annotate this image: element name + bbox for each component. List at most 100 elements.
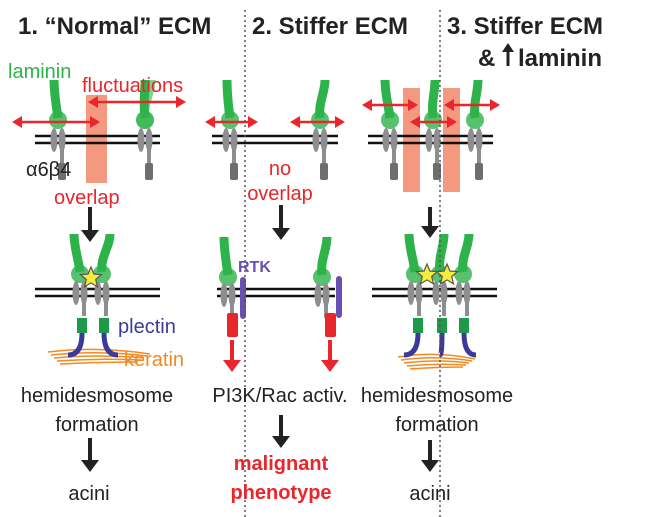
integrin-alpha6 bbox=[382, 128, 390, 152]
down-arrow-head bbox=[321, 360, 339, 372]
diagram-shapes bbox=[12, 79, 500, 472]
laminin-head bbox=[313, 268, 331, 286]
integrin-alpha6 bbox=[467, 128, 475, 152]
integrin-beta4 bbox=[440, 281, 448, 305]
arrowhead-left bbox=[444, 99, 454, 111]
laminin-head bbox=[136, 111, 154, 129]
arrowhead-left bbox=[410, 116, 420, 128]
keratin-filament bbox=[406, 363, 467, 367]
arrowhead-left bbox=[205, 116, 215, 128]
no-overlap-label-line2: overlap bbox=[247, 183, 313, 205]
integrin-alpha6 bbox=[432, 281, 440, 305]
activation-star-icon bbox=[78, 265, 104, 289]
integrin-alpha6 bbox=[312, 128, 320, 152]
keratin-filament bbox=[400, 356, 473, 362]
keratin-filament bbox=[56, 358, 142, 362]
arrowhead-right bbox=[447, 116, 457, 128]
integrin-beta4 bbox=[320, 128, 328, 152]
keratin-filament bbox=[53, 355, 145, 359]
panel-3-result-line2: formation bbox=[395, 414, 478, 436]
arrowhead-left bbox=[362, 99, 372, 111]
panel-1-title: 1. “Normal” ECM bbox=[18, 13, 211, 40]
plectin-binding-domain bbox=[437, 318, 447, 333]
laminin-head bbox=[219, 268, 237, 286]
integrin-beta4 bbox=[390, 128, 398, 152]
integrin-beta4 bbox=[475, 128, 483, 152]
integrin-beta4 bbox=[58, 128, 66, 152]
arrowhead-left bbox=[12, 116, 22, 128]
integrin-tail bbox=[145, 163, 153, 180]
panel-3-subtitle-word: laminin bbox=[518, 45, 602, 72]
panel-3-title: 3. Stiffer ECM bbox=[447, 13, 603, 40]
pi3k-effector bbox=[227, 313, 238, 337]
down-arrow-head bbox=[421, 460, 439, 472]
integrin-tail bbox=[433, 163, 441, 180]
keratin-filament bbox=[50, 352, 148, 357]
overlap-band bbox=[403, 88, 420, 192]
plectin-label: plectin bbox=[118, 316, 176, 338]
panel-2-title: 2. Stiffer ECM bbox=[252, 13, 408, 40]
panel-3-subtitle-prefix: & bbox=[478, 45, 495, 72]
integrin-alpha6 bbox=[220, 283, 228, 307]
overlap-band bbox=[86, 95, 107, 183]
plectin-linker bbox=[461, 332, 477, 358]
plectin-linker bbox=[403, 332, 421, 358]
panel-2-result: PI3K/Rac activ. bbox=[212, 385, 347, 407]
integrin-beta4 bbox=[433, 128, 441, 152]
integrin-alpha6 bbox=[314, 283, 322, 307]
panel-1-result-line1: hemidesmosome bbox=[21, 385, 173, 407]
integrin-alpha6 bbox=[72, 281, 80, 305]
integrin-alpha6 bbox=[137, 128, 145, 152]
integrin-beta4 bbox=[230, 128, 238, 152]
pi3k-effector bbox=[325, 313, 336, 337]
down-arrow-head bbox=[81, 460, 99, 472]
integrin-beta4 bbox=[145, 128, 153, 152]
integrin-alpha6 bbox=[407, 281, 415, 305]
arrowhead-left bbox=[290, 116, 300, 128]
integrin-alpha6 bbox=[50, 128, 58, 152]
keratin-label: keratin bbox=[124, 349, 184, 371]
plectin-linker bbox=[67, 332, 85, 358]
arrowhead-right bbox=[408, 99, 418, 111]
integrin-label: α6β4 bbox=[26, 159, 71, 181]
plectin-binding-domain bbox=[99, 318, 109, 333]
down-arrow-head bbox=[81, 230, 99, 242]
integrin-beta4 bbox=[228, 283, 236, 307]
integrin-beta4 bbox=[102, 281, 110, 305]
panel-1-result-line2: formation bbox=[55, 414, 138, 436]
panel-2-outcome-line1: malignant bbox=[234, 453, 329, 475]
integrin-tail bbox=[58, 163, 66, 180]
integrin-tail bbox=[475, 163, 483, 180]
laminin-head bbox=[466, 111, 484, 129]
laminin-head bbox=[381, 111, 399, 129]
laminin-head bbox=[424, 111, 442, 129]
down-arrow-head bbox=[272, 436, 290, 448]
plectin-binding-domain bbox=[413, 318, 423, 333]
laminin-head bbox=[311, 111, 329, 129]
activation-star-icon bbox=[414, 262, 440, 286]
integrin-beta4 bbox=[322, 283, 330, 307]
integrin-beta4 bbox=[463, 281, 471, 305]
arrowhead-right bbox=[335, 116, 345, 128]
rtk-receptor bbox=[336, 276, 342, 318]
integrin-tail bbox=[390, 163, 398, 180]
plectin-binding-domain bbox=[459, 318, 469, 333]
rtk-label: RTK bbox=[238, 259, 271, 276]
integrin-beta4 bbox=[415, 281, 423, 305]
laminin-label: laminin bbox=[8, 61, 71, 83]
arrowhead-right bbox=[490, 99, 500, 111]
panel-2-outcome-line2: phenotype bbox=[230, 482, 331, 504]
overlap-label: overlap bbox=[54, 187, 120, 209]
panel-3-result-line1: hemidesmosome bbox=[361, 385, 513, 407]
down-arrow-head bbox=[421, 226, 439, 238]
integrin-tail bbox=[320, 163, 328, 180]
integrin-alpha6 bbox=[222, 128, 230, 152]
keratin-filament bbox=[59, 361, 139, 365]
up-arrow-icon bbox=[502, 43, 514, 66]
integrin-alpha6 bbox=[94, 281, 102, 305]
panel-1-outcome: acini bbox=[68, 483, 109, 505]
arrowhead-left bbox=[88, 96, 98, 108]
arrowhead-right bbox=[248, 116, 258, 128]
